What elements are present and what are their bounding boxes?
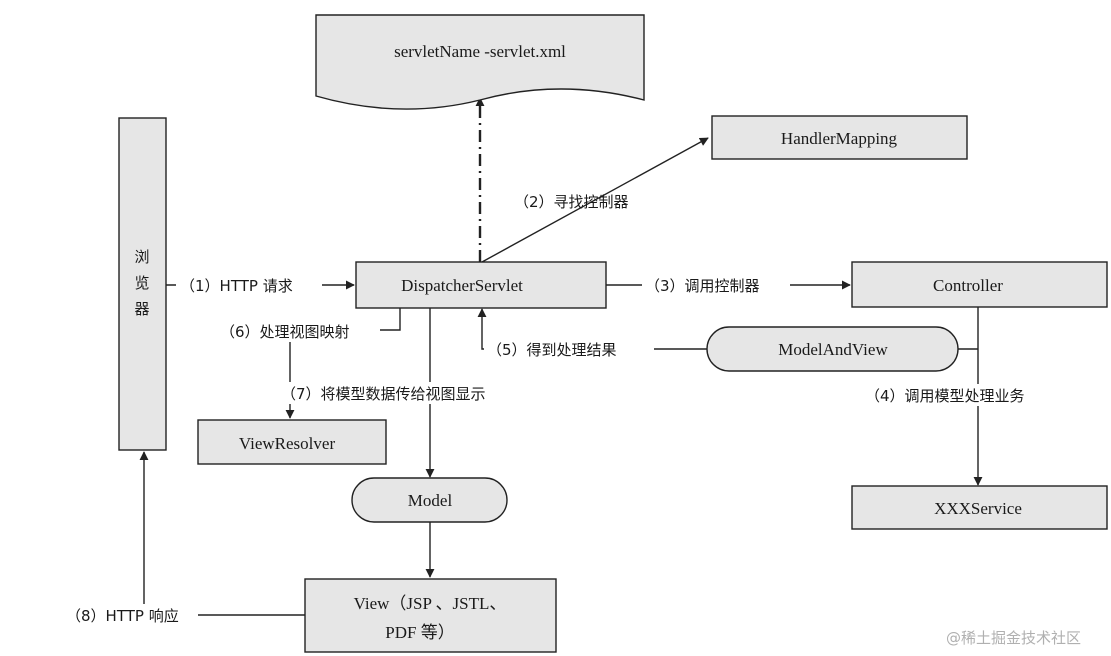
model-and-view-label: ModelAndView	[778, 340, 888, 359]
controller-box: Controller	[851, 261, 1108, 308]
svg-text:（5）得到处理结果: （5）得到处理结果	[487, 341, 617, 359]
svg-text:（3）调用控制器: （3）调用控制器	[645, 277, 760, 295]
edge-label-6: （6）处理视图映射	[218, 320, 380, 342]
servlet-xml-label: servletName -servlet.xml	[394, 42, 566, 61]
xxx-service-label: XXXService	[934, 499, 1022, 518]
watermark-text: @稀土掘金技术社区	[946, 629, 1081, 647]
svg-text:（7）将模型数据传给视图显示: （7）将模型数据传给视图显示	[281, 385, 486, 403]
dispatcher-servlet-box: DispatcherServlet	[355, 261, 607, 309]
dispatcher-servlet-label: DispatcherServlet	[401, 276, 523, 295]
controller-label: Controller	[933, 276, 1003, 295]
edge-label-3: （3）调用控制器	[642, 274, 790, 296]
handler-mapping-label: HandlerMapping	[781, 129, 898, 148]
svg-text:（6）处理视图映射: （6）处理视图映射	[220, 323, 350, 341]
edge-label-4: （4）调用模型处理业务	[862, 384, 1062, 406]
browser-box: 浏 览 器	[118, 117, 167, 451]
view-box: View（JSP 、JSTL、 PDF 等）	[304, 578, 557, 653]
svg-text:（2）寻找控制器: （2）寻找控制器	[514, 193, 629, 211]
view-label-line1: View（JSP 、JSTL、	[354, 594, 507, 613]
xxx-service-box: XXXService	[851, 485, 1108, 530]
edge-label-8: （8）HTTP 响应	[64, 604, 198, 626]
view-label-line2: PDF 等）	[385, 623, 454, 642]
handler-mapping-box: HandlerMapping	[711, 115, 968, 160]
model-label: Model	[408, 491, 453, 510]
svg-text:（4）调用模型处理业务: （4）调用模型处理业务	[865, 387, 1025, 405]
edge-label-7: （7）将模型数据传给视图显示	[278, 382, 540, 404]
edge-label-2: （2）寻找控制器	[514, 193, 629, 211]
edge-http-response	[139, 451, 305, 616]
browser-char-2: 览	[134, 274, 149, 292]
view-resolver-box: ViewResolver	[197, 419, 387, 465]
model-box: Model	[351, 477, 508, 523]
svg-text:（1）HTTP 请求: （1）HTTP 请求	[180, 277, 293, 295]
model-and-view-box: ModelAndView	[706, 326, 959, 372]
edge-label-1: （1）HTTP 请求	[176, 274, 322, 296]
edge-label-5: （5）得到处理结果	[484, 338, 654, 360]
browser-char-3: 器	[134, 300, 149, 318]
browser-char-1: 浏	[134, 248, 149, 266]
edge-find-controller	[481, 137, 709, 263]
view-resolver-label: ViewResolver	[239, 434, 336, 453]
servlet-xml-document: servletName -servlet.xml	[315, 14, 645, 110]
svg-text:（8）HTTP 响应: （8）HTTP 响应	[66, 607, 179, 625]
